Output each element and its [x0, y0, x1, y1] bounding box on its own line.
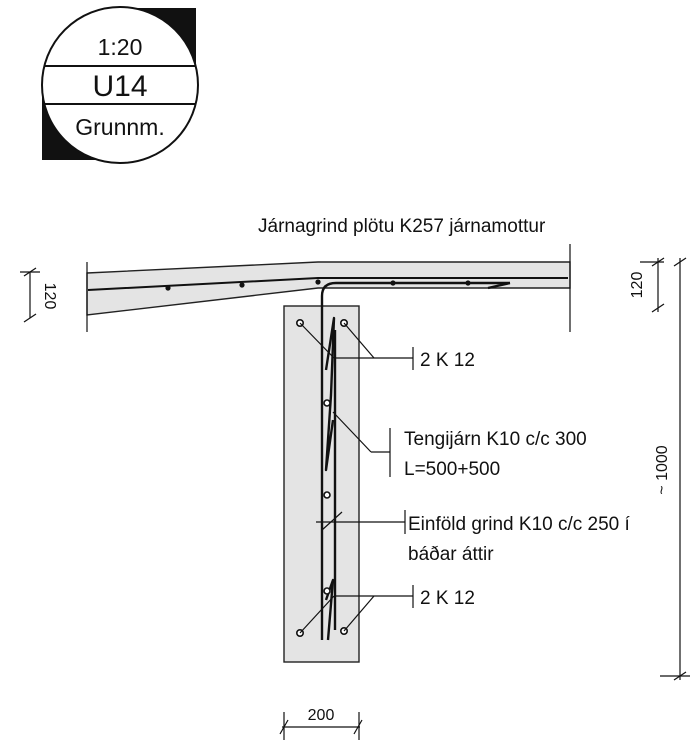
label-dowels-2: L=500+500 — [404, 459, 500, 480]
wall-mesh-bar — [323, 399, 331, 407]
dowel-hook-end — [487, 281, 511, 290]
leader-top-bars-a — [299, 322, 335, 359]
dim-wall-height: ~ 1000 — [654, 445, 671, 494]
leaders — [299, 322, 414, 634]
dim-slab-right: 120 — [629, 272, 646, 299]
dowel-hook-bar — [320, 281, 510, 640]
wall-mesh-bar — [323, 491, 331, 499]
label-dowels-1: Tengijárn K10 c/c 300 — [404, 429, 587, 450]
leader-mesh-slash — [321, 511, 343, 531]
title-block-circle — [41, 6, 199, 164]
leader-top-bars-b — [343, 322, 375, 359]
label-mesh-2: báðar áttir — [408, 544, 494, 565]
dim-wall-width: 200 — [308, 707, 335, 724]
title-scale: 1:20 — [98, 34, 143, 60]
label-top-bars: 2 K 12 — [420, 350, 475, 371]
dim-right-tick-bottom — [651, 303, 665, 313]
slab-bar-dot — [315, 279, 321, 285]
slab-bar-dot — [239, 282, 245, 288]
label-bottom-bars: 2 K 12 — [420, 588, 475, 609]
leader-bottom-bars-a — [299, 595, 335, 634]
slab-bar-dot — [165, 285, 171, 291]
leader-bottom-bars-b — [343, 595, 375, 632]
title-view: Grunnm. — [75, 114, 164, 140]
dim-width-tick-right — [353, 719, 363, 735]
dowel-zigzag-top — [324, 316, 336, 472]
title-detail-id: U14 — [92, 70, 147, 103]
dim-slab-left: 120 — [41, 283, 58, 310]
dimensions: 120 120 ~ 1000 200 — [20, 257, 690, 740]
label-mesh-1: Einföld grind K10 c/c 250 í — [408, 514, 631, 535]
leader-dowels — [332, 411, 372, 453]
annotations: Járnagrind plötu K257 járnamottur 2 K 12… — [258, 216, 631, 609]
title-block: 1:20 U14 Grunnm. — [41, 6, 199, 164]
dim-left-tick-bottom — [23, 313, 37, 323]
slab-mesh-bar — [87, 277, 568, 291]
label-slab-mesh: Járnagrind plötu K257 járnamottur — [258, 216, 546, 237]
reinforcement — [87, 277, 568, 641]
dim-height-tick-top — [673, 257, 687, 267]
wall-mesh-bar — [323, 587, 331, 595]
